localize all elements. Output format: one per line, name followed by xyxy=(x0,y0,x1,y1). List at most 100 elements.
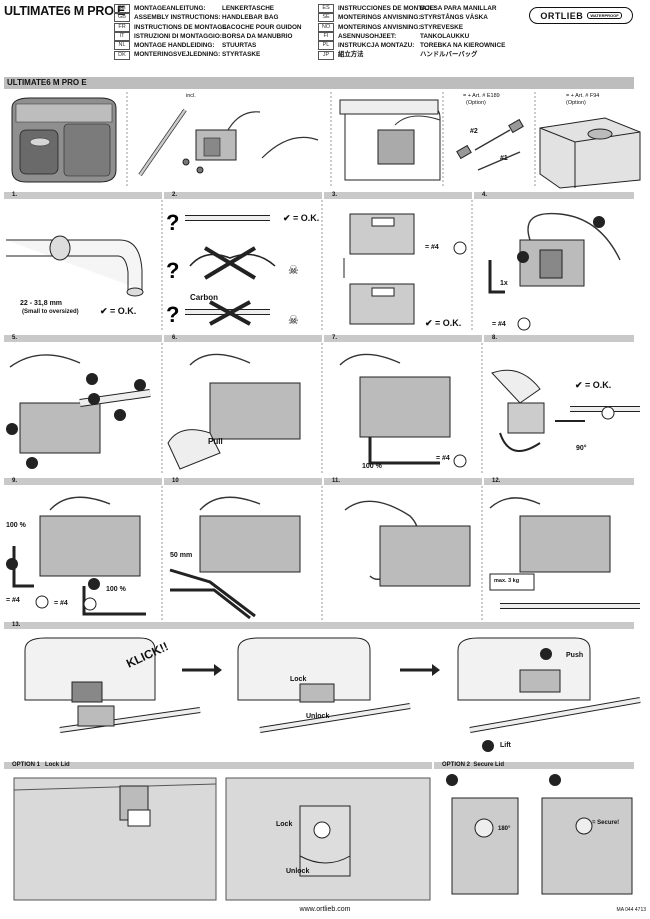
step-12-header: 12. xyxy=(484,478,634,485)
step-2-header: 2. xyxy=(164,192,322,199)
step-9-header: 9. xyxy=(4,478,162,485)
document-code: MA 044 4713 xyxy=(616,907,646,913)
cable-option-illustration xyxy=(456,118,524,171)
remove-bag-illustration xyxy=(457,637,641,752)
hash4-step9-a: = #4 xyxy=(6,597,20,604)
step-4-header: 4. xyxy=(474,192,634,199)
ortlieb-logo: ORTLIEB WATERPROOF xyxy=(529,7,633,24)
pct100-step9-b: 100 % xyxy=(106,586,126,593)
lock-bag-illustration xyxy=(237,637,411,733)
max-load-illustration xyxy=(489,497,640,609)
pull-caption: Pull xyxy=(208,437,223,446)
row4-illustrations xyxy=(24,637,641,752)
step-3-header: 3. xyxy=(324,192,472,199)
part-number-2: #2 xyxy=(470,128,478,135)
oversize-caption: (Small to oversized) xyxy=(22,309,79,315)
ok-mark-step8: ✔ = O.K. xyxy=(575,380,612,390)
row3-illustrations xyxy=(6,486,640,620)
option1-art-label: = + Art. # E189 xyxy=(463,93,500,99)
handlebar-types-illustration: ? ? ? ☠ ☠ xyxy=(166,210,299,327)
part-number-1: #1 xyxy=(500,155,508,162)
tighten-illustration xyxy=(339,353,467,468)
footer-url: www.ortlieb.com xyxy=(299,906,351,913)
step-6-header: 6. xyxy=(164,335,322,342)
option1-option-label: (Option) xyxy=(466,100,486,106)
step-5-header: 5. xyxy=(4,335,162,342)
lift-caption: Lift xyxy=(500,742,511,749)
bolts-illustration xyxy=(6,496,146,616)
route-cable-illustration xyxy=(344,500,471,587)
section-header: ULTIMATE6 M PRO E xyxy=(4,77,634,89)
insert-box-illustration xyxy=(539,117,641,189)
pct100-step9-a: 100 % xyxy=(6,522,26,529)
deg90-caption: 90° xyxy=(576,445,587,452)
step-7-header: 7. xyxy=(324,335,482,342)
unlock-caption-13: Unlock xyxy=(306,713,330,720)
handlebar-illustration xyxy=(6,235,144,297)
ok-mark-step3: ✔ = O.K. xyxy=(425,318,462,328)
row1-illustrations: ? ? ? ☠ ☠ xyxy=(6,200,621,332)
svg-text:☠: ☠ xyxy=(288,263,299,277)
step-13-header: 13. xyxy=(4,622,634,629)
hash4-step7: = #4 xyxy=(436,455,450,462)
option-2-header: OPTION 2 Secure Lid xyxy=(434,762,634,769)
step-1-header: 1. xyxy=(4,192,162,199)
rotate-check-illustration xyxy=(491,369,640,452)
hash4-step3: = #4 xyxy=(425,244,439,251)
ok-mark-step1: ✔ = O.K. xyxy=(100,306,137,316)
pull-strap-illustration xyxy=(167,353,301,470)
option2-art-label: = + Art. # F94 xyxy=(566,93,600,99)
hash4-step9-b: = #4 xyxy=(54,600,68,607)
mount-parts-illustration xyxy=(138,108,319,177)
carbon-caption: Carbon xyxy=(190,293,218,302)
options-illustrations xyxy=(13,774,633,901)
bag-lid-illustration xyxy=(339,99,441,181)
svg-text:?: ? xyxy=(166,258,179,283)
option2-option-label: (Option) xyxy=(566,100,586,106)
svg-text:?: ? xyxy=(166,210,179,235)
option-1-header: OPTION 1 Lock Lid xyxy=(4,762,432,769)
step-11-header: 11. xyxy=(324,478,482,485)
max-load-caption: max. 3 kg xyxy=(494,578,520,584)
attach-bag-illustration xyxy=(24,637,201,733)
deg180-caption: 180° xyxy=(498,826,511,832)
push-caption: Push xyxy=(566,652,584,659)
bag-illustration xyxy=(11,97,117,183)
mount-install-illustration xyxy=(488,212,621,331)
diameter-caption: 22 - 31,8 mm xyxy=(20,300,63,307)
unlock-caption-option: Unlock xyxy=(286,868,310,875)
mount-adjust-illustration xyxy=(343,213,467,325)
hash4-step4: = #4 xyxy=(492,321,506,328)
mount-strap-illustration xyxy=(6,354,151,469)
top-row-illustrations xyxy=(11,92,641,189)
secure-caption: = Secure! xyxy=(592,820,620,826)
lock-caption-option: Lock xyxy=(276,821,293,828)
svg-text:☠: ☠ xyxy=(288,313,299,327)
incl-label: incl. xyxy=(186,93,196,99)
pct100-step7: 100 % xyxy=(362,463,382,470)
svg-text:?: ? xyxy=(166,302,179,327)
page-title: ULTIMATE6 M PRO E xyxy=(4,4,126,18)
ok-mark-step2: ✔ = O.K. xyxy=(283,213,320,223)
cut-strap-illustration xyxy=(169,496,301,620)
mm50-caption: 50 mm xyxy=(170,552,193,559)
lock-caption-13: Lock xyxy=(290,676,307,683)
step-10-header: 10 xyxy=(164,478,322,485)
row2-illustrations xyxy=(6,343,640,475)
step-8-header: 8. xyxy=(484,335,634,342)
onex-caption: 1x xyxy=(500,280,508,287)
